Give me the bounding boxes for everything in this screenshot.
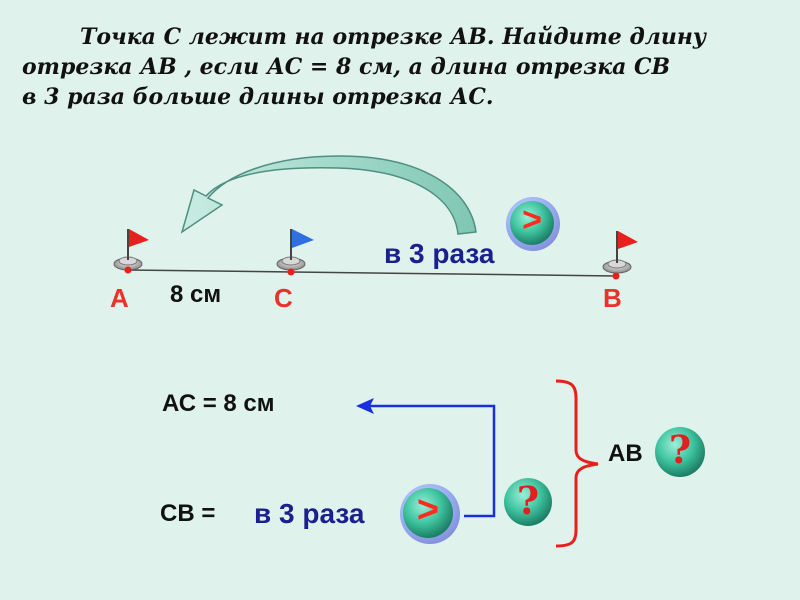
segment-ab	[127, 269, 617, 277]
cb-equation: СВ =	[160, 500, 216, 527]
blue-arrow-line	[370, 404, 496, 518]
greater-ball-icon	[506, 197, 560, 251]
greater-sign-bottom: >	[416, 489, 440, 531]
problem-line-3: в 3 раза больше длины отрезка АС.	[22, 84, 494, 110]
ratio-label-bottom: в 3 раза	[254, 498, 365, 529]
point-b-label: В	[603, 283, 622, 313]
ac-equation: АС = 8 см	[162, 390, 275, 417]
flag-a-icon	[113, 229, 149, 274]
question-ball-icon	[504, 478, 552, 526]
greater-ball-bottom-icon	[400, 484, 460, 544]
flag-b-icon	[602, 231, 638, 280]
ab-question-mark: ?	[668, 427, 692, 472]
flag-c-icon	[276, 229, 314, 276]
problem-line-1: Точка С лежит на отрезке АВ. Найдите дли…	[80, 24, 707, 50]
curly-bracket-icon	[555, 379, 599, 548]
problem-statement: Точка С лежит на отрезке АВ. Найдите дли…	[22, 22, 792, 112]
ab-label: АВ	[608, 440, 643, 467]
point-c-label: С	[274, 283, 293, 313]
ac-length-label: 8 см	[170, 281, 222, 308]
greater-sign-top: >	[522, 201, 542, 239]
point-a-label: А	[110, 283, 129, 313]
problem-line-2: отрезка АВ , если АС = 8 см, а длина отр…	[22, 54, 671, 80]
cb-question-mark: ?	[516, 478, 540, 523]
blue-arrowhead-icon	[356, 398, 374, 414]
ab-question-ball-icon	[655, 427, 705, 477]
ratio-label-top: в 3 раза	[384, 238, 495, 269]
curved-arrow-icon	[180, 155, 477, 235]
